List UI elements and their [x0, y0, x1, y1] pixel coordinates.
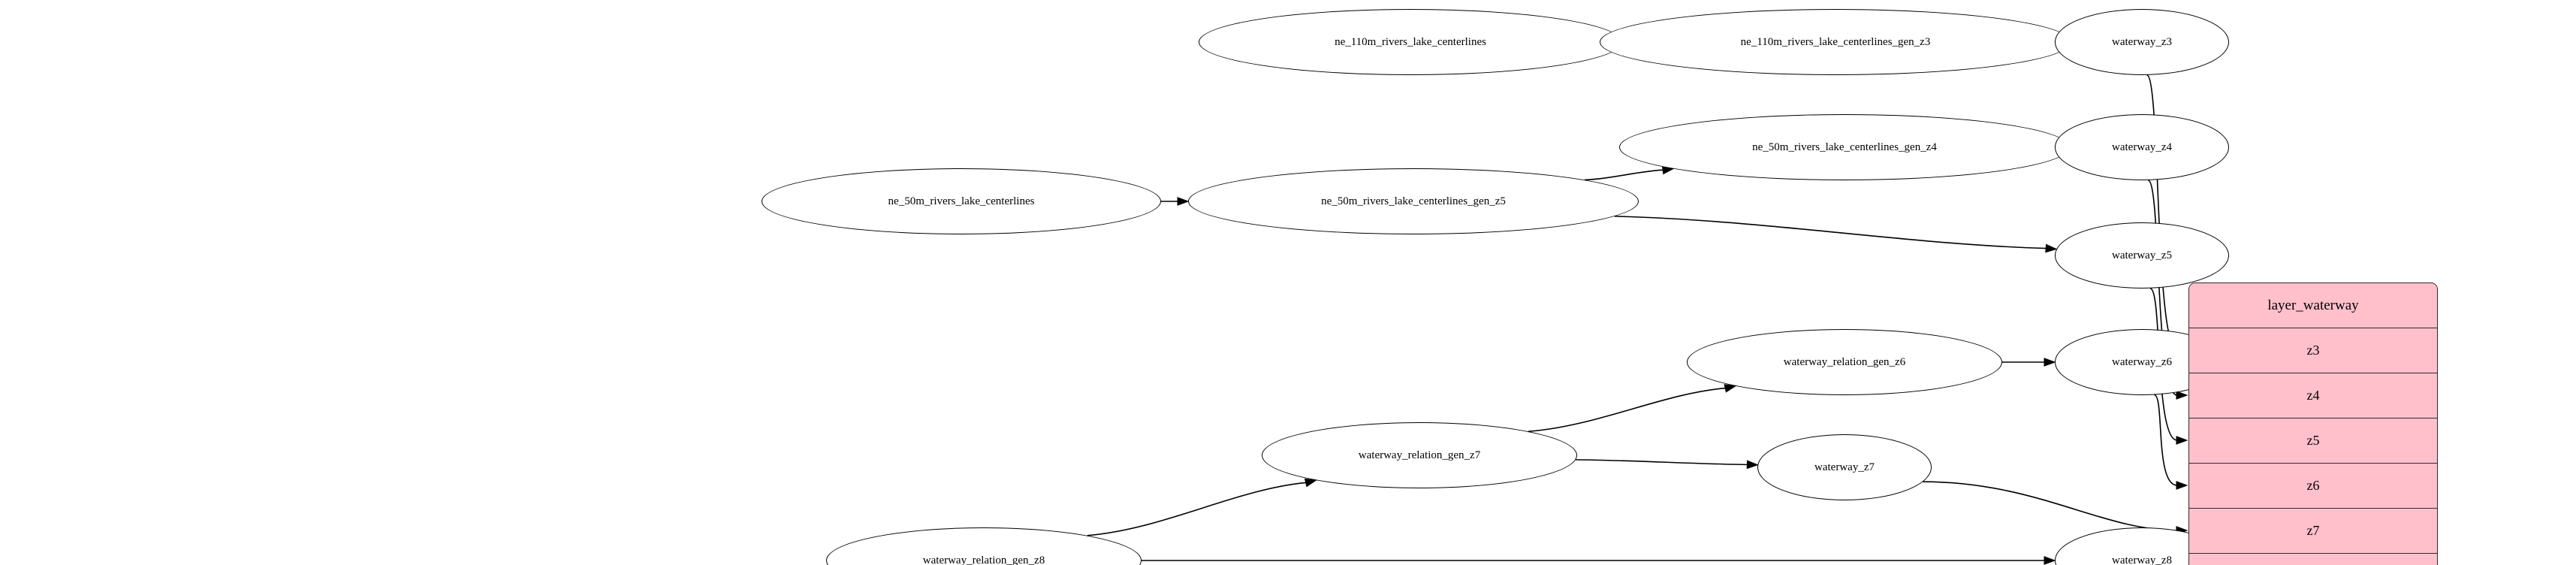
graph-edge [1087, 482, 1307, 536]
graph-edge [1528, 387, 1727, 432]
layer-record-table[interactable]: layer_waterwayz3z4z5z6z7z8z9z10z11z12z13… [2188, 282, 2438, 565]
graph-node-waterway_relation_gen_z7[interactable]: waterway_relation_gen_z7 [1262, 422, 1577, 488]
graph-node-label: waterway_z4 [2112, 140, 2172, 153]
graph-node-label: ne_50m_rivers_lake_centerlines [888, 195, 1035, 207]
edge-arrowhead [2176, 481, 2188, 490]
layer-record-title: layer_waterway [2189, 283, 2437, 328]
graph-node-label: waterway_z5 [2112, 249, 2172, 261]
edge-arrowhead [2044, 556, 2056, 565]
graph-node-ne_110m_rivers_lake_centerlines[interactable]: ne_110m_rivers_lake_centerlines [1199, 9, 1622, 75]
layer-record-row-z3[interactable]: z3 [2189, 328, 2437, 373]
graph-node-waterway_relation_gen_z6[interactable]: waterway_relation_gen_z6 [1687, 329, 2002, 395]
graph-edge [1584, 169, 1664, 181]
graph-node-label: waterway_z3 [2112, 35, 2172, 48]
graph-node-waterway_z4[interactable]: waterway_z4 [2055, 114, 2229, 180]
graph-node-label: waterway_relation_gen_z8 [922, 554, 1045, 565]
graph-node-waterway_z7[interactable]: waterway_z7 [1757, 434, 1932, 500]
layer-record-row-z4[interactable]: z4 [2189, 373, 2437, 418]
graph-edge [1614, 216, 2047, 249]
edge-arrowhead [2176, 391, 2188, 400]
layer-record-row-z8[interactable]: z8 [2189, 554, 2437, 565]
graph-node-waterway_z3[interactable]: waterway_z3 [2055, 9, 2229, 75]
edge-arrowhead [1746, 460, 1759, 470]
edge-arrowhead [2176, 436, 2188, 445]
graph-node-label: ne_50m_rivers_lake_centerlines_gen_z4 [1752, 140, 1937, 153]
graph-node-label: ne_110m_rivers_lake_centerlines [1335, 35, 1486, 48]
layer-record-row-z5[interactable]: z5 [2189, 418, 2437, 464]
graph-node-ne_50m_rivers_lake_centerlines[interactable]: ne_50m_rivers_lake_centerlines [762, 168, 1161, 234]
layer-record-row-z7[interactable]: z7 [2189, 509, 2437, 554]
graph-node-waterway_relation_gen_z8[interactable]: waterway_relation_gen_z8 [826, 527, 1142, 565]
graph-edge [1923, 481, 2178, 531]
edge-arrowhead [2044, 358, 2056, 367]
graph-edge [1576, 459, 1748, 466]
layer-record-row-z6[interactable]: z6 [2189, 464, 2437, 509]
graph-node-label: ne_50m_rivers_lake_centerlines_gen_z5 [1321, 195, 1506, 207]
graph-node-waterway_z5[interactable]: waterway_z5 [2055, 222, 2229, 289]
graph-node-label: ne_110m_rivers_lake_centerlines_gen_z3 [1740, 35, 1931, 48]
graph-node-ne_110m_rivers_lake_centerlines_gen_z3[interactable]: ne_110m_rivers_lake_centerlines_gen_z3 [1600, 9, 2071, 75]
edge-arrowhead [1177, 197, 1190, 206]
graph-node-label: waterway_z7 [1814, 461, 1875, 473]
graph-node-ne_50m_rivers_lake_centerlines_gen_z4[interactable]: ne_50m_rivers_lake_centerlines_gen_z4 [1619, 114, 2070, 180]
graph-node-ne_50m_rivers_lake_centerlines_gen_z5[interactable]: ne_50m_rivers_lake_centerlines_gen_z5 [1188, 168, 1639, 234]
graph-node-label: waterway_relation_gen_z6 [1783, 355, 1906, 368]
graph-edge [2154, 394, 2178, 486]
graph-node-label: waterway_relation_gen_z7 [1358, 449, 1481, 461]
graph-node-label: waterway_z8 [2112, 554, 2172, 565]
graph-node-label: waterway_z6 [2112, 355, 2172, 368]
